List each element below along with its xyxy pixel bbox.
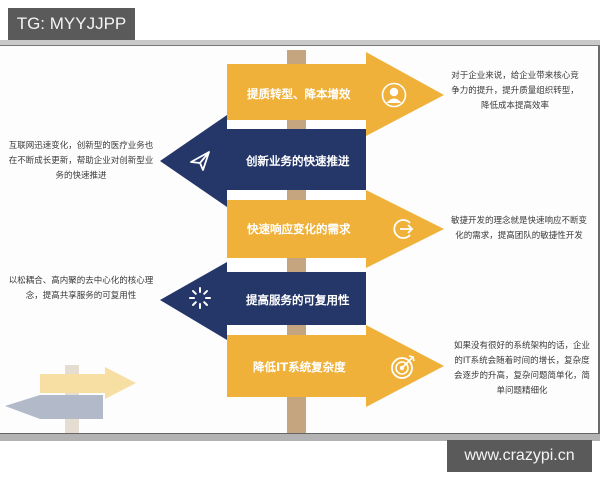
sign-description: 对于企业来说，给企业带来核心竞争力的提升，提升质量组织转型，降低成本提高效率	[451, 71, 579, 111]
sign-label: 提高服务的可复用性	[246, 293, 350, 307]
arrow-right-shape	[227, 325, 444, 407]
sign-quality-transformation: 提质转型、降本增效	[227, 52, 447, 138]
loading-spinner-icon	[188, 286, 214, 312]
sign-description: 如果没有很好的系统架构的话，企业的IT系统会随着时间的增长，复杂度会逐步的升高，…	[453, 341, 590, 396]
sign-rapid-response: 快速响应变化的需求	[227, 190, 447, 270]
target-icon	[389, 353, 415, 379]
sign-label: 快速响应变化的需求	[247, 222, 351, 236]
user-icon	[381, 82, 407, 108]
arrow-right-shape	[227, 190, 444, 268]
watermark-url: www.crazypi.cn	[447, 440, 592, 472]
sign-label: 提质转型、降本增效	[247, 87, 351, 101]
tg-badge: TG: MYYJJPP	[8, 8, 135, 40]
exit-arrow-icon	[391, 216, 417, 242]
sign-description: 以松耦合、高内聚的去中心化的核心理念，提高共享服务的可复用性	[8, 276, 154, 301]
sign-description: 互联网迅速变化，创新型的医疗业务也在不断成长更新，帮助企业对创新型业务的快速推进	[8, 141, 154, 181]
bottom-border-band	[0, 433, 600, 441]
top-border-band	[0, 40, 600, 46]
sign-label: 降低IT系统复杂度	[253, 360, 346, 374]
paper-plane-icon	[188, 149, 214, 175]
sign-label: 创新业务的快速推进	[246, 154, 350, 168]
sign-reduce-complexity: 降低IT系统复杂度	[227, 325, 447, 410]
sign-description: 敏捷开发的理念就是快速响应不断变化的需求，提高团队的敏捷性开发	[450, 216, 587, 241]
mini-signpost-decoration	[0, 365, 140, 440]
